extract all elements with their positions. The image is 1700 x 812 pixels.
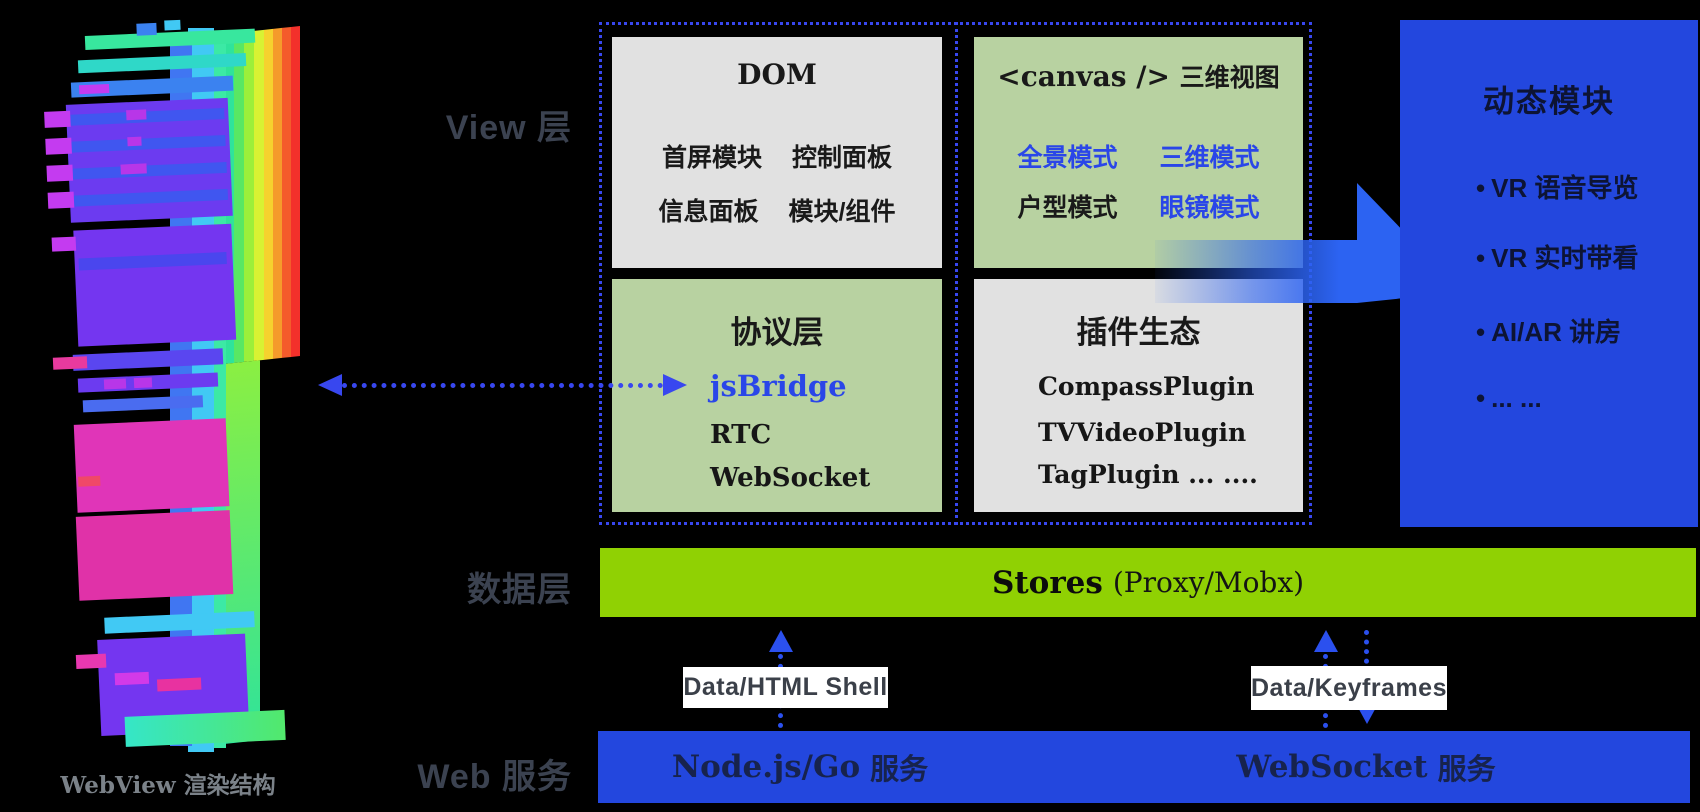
websocket-service: WebSocket 服务 [1164, 731, 1568, 803]
websocket-service-cjk: 服务 [1437, 754, 1496, 786]
dom-item: 控制面板 [792, 144, 893, 172]
view-layer-label: View 层 [445, 109, 572, 147]
web-service-label: Web 服务 [417, 758, 572, 796]
dom-item: 模块/组件 [788, 198, 896, 226]
websocket-to-stores-arrowhead [1314, 630, 1338, 652]
canvas-item: 眼镜模式 [1159, 194, 1260, 222]
node-service-latin: Node.js/Go [671, 749, 861, 785]
node-to-stores-arrowhead [769, 630, 793, 652]
layer-panels [44, 19, 286, 747]
jsbridge-link-arrowhead-left [318, 374, 342, 396]
canvas-title-suffix: 三维视图 [1179, 64, 1280, 92]
dom-items-row-1: 首屏模块 控制面板 [612, 141, 942, 175]
protocol-item-jsbridge: jsBridge [710, 369, 847, 403]
canvas-item: 全景模式 [1017, 144, 1118, 172]
protocol-box: 协议层 jsBridge RTC WebSocket [612, 279, 942, 512]
view-layer-dotted-divider [955, 22, 958, 525]
dynamic-module-item: VR 语音导览 [1476, 171, 1638, 205]
plugin-item: TagPlugin ... .... [1038, 460, 1258, 489]
dynamic-module-item: AI/AR 讲房 [1476, 315, 1621, 349]
plugin-item: CompassPlugin [1038, 372, 1255, 401]
data-html-shell-label: Data/HTML Shell [683, 667, 888, 708]
plugin-box: 插件生态 CompassPlugin TVVideoPlugin TagPlug… [974, 279, 1303, 512]
jsbridge-link-arrowhead-right [663, 374, 687, 396]
canvas-item: 户型模式 [1017, 194, 1118, 222]
dynamic-modules-title: 动态模块 [1483, 84, 1615, 119]
node-service-cjk: 服务 [870, 754, 929, 786]
dom-item: 首屏模块 [661, 144, 762, 172]
web-service-bar: Node.js/Go 服务 WebSocket 服务 [598, 731, 1690, 803]
dom-items-row-2: 信息面板 模块/组件 [612, 195, 942, 229]
canvas-box: <canvas /> 三维视图 全景模式 三维模式 户型模式 眼镜模式 [974, 37, 1303, 268]
dom-box-title: DOM [737, 58, 817, 91]
stores-bar-subtitle: (Proxy/Mobx) [1112, 566, 1305, 599]
rainbow-depth-bands [224, 26, 300, 745]
protocol-box-title: 协议层 [730, 315, 824, 350]
dom-item: 信息面板 [658, 198, 759, 226]
plugin-box-title: 插件生态 [1076, 315, 1201, 350]
stores-bar-title: Stores [991, 564, 1103, 601]
dynamic-modules-arrow [1155, 183, 1462, 303]
dynamic-module-item: VR 实时带看 [1476, 241, 1638, 275]
jsbridge-link-dotted-line [342, 383, 663, 388]
canvas-item: 三维模式 [1159, 144, 1260, 172]
data-keyframes-label: Data/Keyframes [1251, 666, 1447, 710]
dynamic-module-item: ... ... [1476, 381, 1542, 415]
websocket-service-latin: WebSocket [1236, 749, 1428, 785]
webview-viz-caption: WebView 渲染结构 [60, 772, 276, 799]
canvas-items-row-2: 户型模式 眼镜模式 [974, 191, 1303, 225]
canvas-title-code: <canvas /> [997, 60, 1170, 93]
dom-box: DOM 首屏模块 控制面板 信息面板 模块/组件 [612, 37, 942, 268]
dynamic-modules-box: 动态模块 VR 语音导览 VR 实时带看 AI/AR 讲房 ... ... [1400, 20, 1698, 527]
protocol-item-rtc: RTC [710, 420, 772, 450]
stores-bar: Stores (Proxy/Mobx) [600, 548, 1696, 617]
canvas-items-row-1: 全景模式 三维模式 [974, 141, 1303, 175]
canvas-box-title: <canvas /> 三维视图 [974, 58, 1303, 94]
data-layer-label: 数据层 [467, 571, 572, 609]
webview-3d-layers-visualization [44, 19, 300, 752]
plugin-item: TVVideoPlugin [1038, 418, 1247, 447]
node-service: Node.js/Go 服务 [598, 731, 1002, 803]
protocol-item-websocket: WebSocket [710, 463, 871, 493]
